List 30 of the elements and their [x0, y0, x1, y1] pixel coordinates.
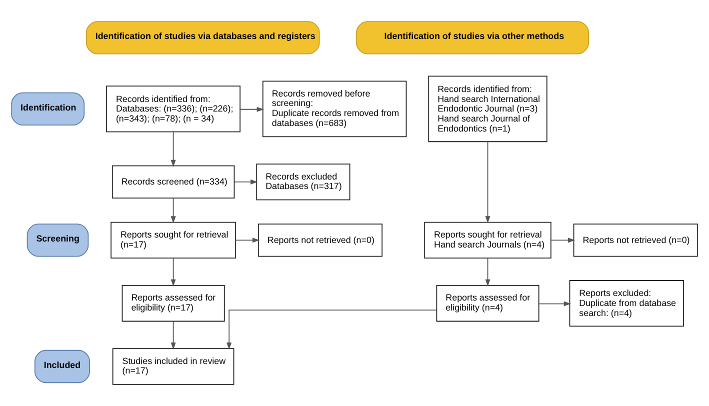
arrow [170, 132, 176, 168]
node-box: Studies included in review (n=17) [112, 348, 234, 385]
arrow [240, 106, 264, 112]
node-box: Included [34, 350, 90, 384]
node-box: Screening [26, 224, 89, 257]
node-box: Records excluded Databases (n=317) [256, 164, 350, 200]
arrow [170, 258, 176, 286]
node-box: Reports sought for retrieval Hand search Journals (n=4) [424, 222, 552, 259]
node-box: Records identified from: Hand search International Endodontic Journal (n=3) Hand search Journal of Endodontics (n=1) [428, 76, 548, 142]
arrow [550, 238, 576, 243]
node-box: Reports excluded: Duplicate from database search: (n=4) [569, 280, 684, 327]
node-box: Reports assessed for eligibility (n=17) [122, 284, 225, 322]
node-box: Records removed before screening: Duplicate records removed from databases (n=683) [262, 80, 407, 138]
arrow [234, 179, 258, 184]
node-box: Identification of studies via other methods [356, 21, 589, 54]
arrow [235, 238, 260, 243]
node-box: Reports not retrieved (n=0) [573, 224, 698, 257]
node-box: Identification of studies via databases and registers [86, 21, 320, 54]
node-box: Reports sought for retrieval (n=17) [110, 222, 236, 259]
node-box: Records screened (n=334) [112, 165, 235, 199]
arrow [170, 320, 176, 350]
node-box: Identification [11, 92, 85, 126]
arrow [226, 310, 438, 350]
arrow [485, 258, 490, 286]
arrow [170, 198, 176, 224]
arrow [485, 141, 490, 224]
arrow [538, 301, 572, 306]
node-box: Reports assessed for eligibility (n=4) [436, 284, 540, 322]
node-box: Reports not retrieved (n=0) [258, 224, 382, 257]
node-box: Records identified from: Databases: (n=336); (n=226); (n=343); (n=78); (n = 34) [106, 86, 240, 132]
